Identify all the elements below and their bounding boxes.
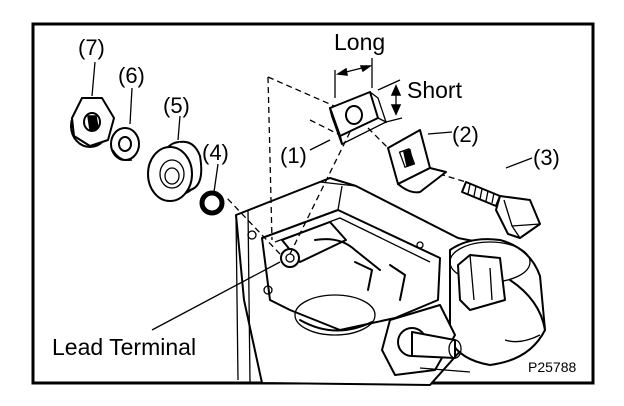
part-label-4: (4) xyxy=(202,140,229,165)
part-4-o-ring xyxy=(199,190,225,216)
part-6-washer xyxy=(110,127,140,161)
part-label-7: (7) xyxy=(78,35,105,60)
part-7-nut xyxy=(70,97,115,148)
part-label-3: (3) xyxy=(533,145,560,170)
figure-code: P25788 xyxy=(528,359,576,375)
motor-housing xyxy=(235,177,546,386)
short-label: Short xyxy=(407,77,463,103)
part-label-6: (6) xyxy=(118,63,145,88)
lead-terminal-label: Lead Terminal xyxy=(52,334,196,360)
leader-lines xyxy=(91,61,533,331)
part-5-bushing xyxy=(147,140,203,202)
part-label-1: (1) xyxy=(280,143,307,168)
long-label: Long xyxy=(334,29,385,55)
part-label-5: (5) xyxy=(163,93,190,118)
part-2-bracket xyxy=(387,129,447,194)
part-label-2: (2) xyxy=(452,122,479,147)
part-3-bolt xyxy=(461,181,541,239)
part-1-plate xyxy=(329,91,388,145)
dimension-markers xyxy=(334,58,403,123)
